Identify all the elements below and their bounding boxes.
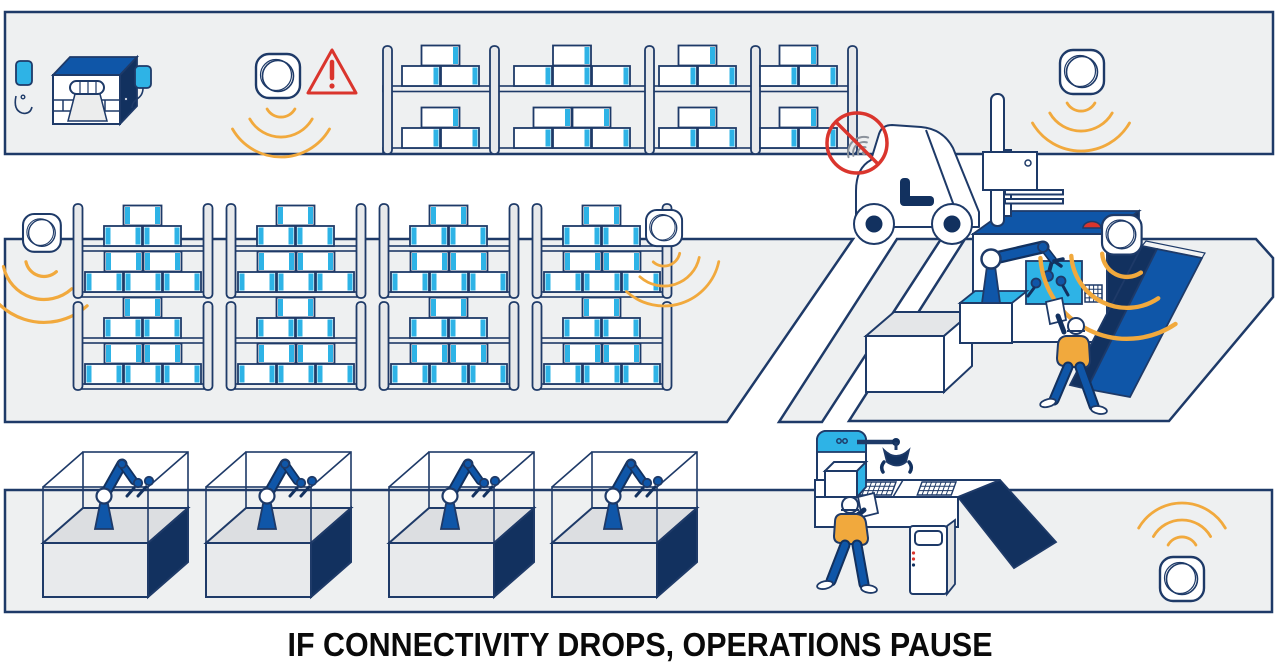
rack-post [750,45,761,155]
rack-post [644,45,655,155]
dock-side-plug [124,65,152,109]
walkway-ramp [776,237,944,424]
access-point-icon [645,209,684,248]
access-point-icon [21,212,62,253]
pallet-rack-unit [225,203,367,391]
pallet-rack-top [382,45,858,155]
charging-dock [50,54,152,127]
enclosure-wall-right [1068,240,1206,399]
cabinet-screen [914,530,943,546]
wall-charger [14,60,33,115]
robot-arm [980,240,1065,304]
access-point-icon [1058,48,1106,96]
status-beacon [1082,220,1102,229]
access-point-icon [1100,213,1143,256]
pallet-rack-unit [378,203,520,391]
conveyor-workstation [814,430,1058,597]
control-cabinet [909,518,956,597]
enclosure-wall-left [863,309,975,395]
access-point-icon [1158,555,1206,603]
caption: IF CONNECTIVITY DROPS, OPERATIONS PAUSE [288,626,993,663]
forklift-cargo-box [982,151,1038,191]
overhead-gripper [857,438,914,474]
worker [1039,296,1108,415]
robot-work-cell [206,452,351,597]
robot-work-cell [43,452,188,597]
pallet-rack-middle [72,203,673,391]
forklift-seat [900,178,934,206]
rack-post [382,45,393,155]
keypad [916,481,957,496]
robot-work-cell [552,452,697,597]
robotic-assembly-cell [863,209,1206,415]
parts-box [822,459,869,500]
access-point-icon [254,52,302,100]
worker [816,491,880,594]
warning-triangle-icon [306,48,358,95]
rack-post [489,45,500,155]
pallet-rack-unit [531,203,673,391]
no-connectivity-icon [825,111,889,175]
pallet-rack-unit [72,203,214,391]
robot-work-cell [389,452,534,597]
